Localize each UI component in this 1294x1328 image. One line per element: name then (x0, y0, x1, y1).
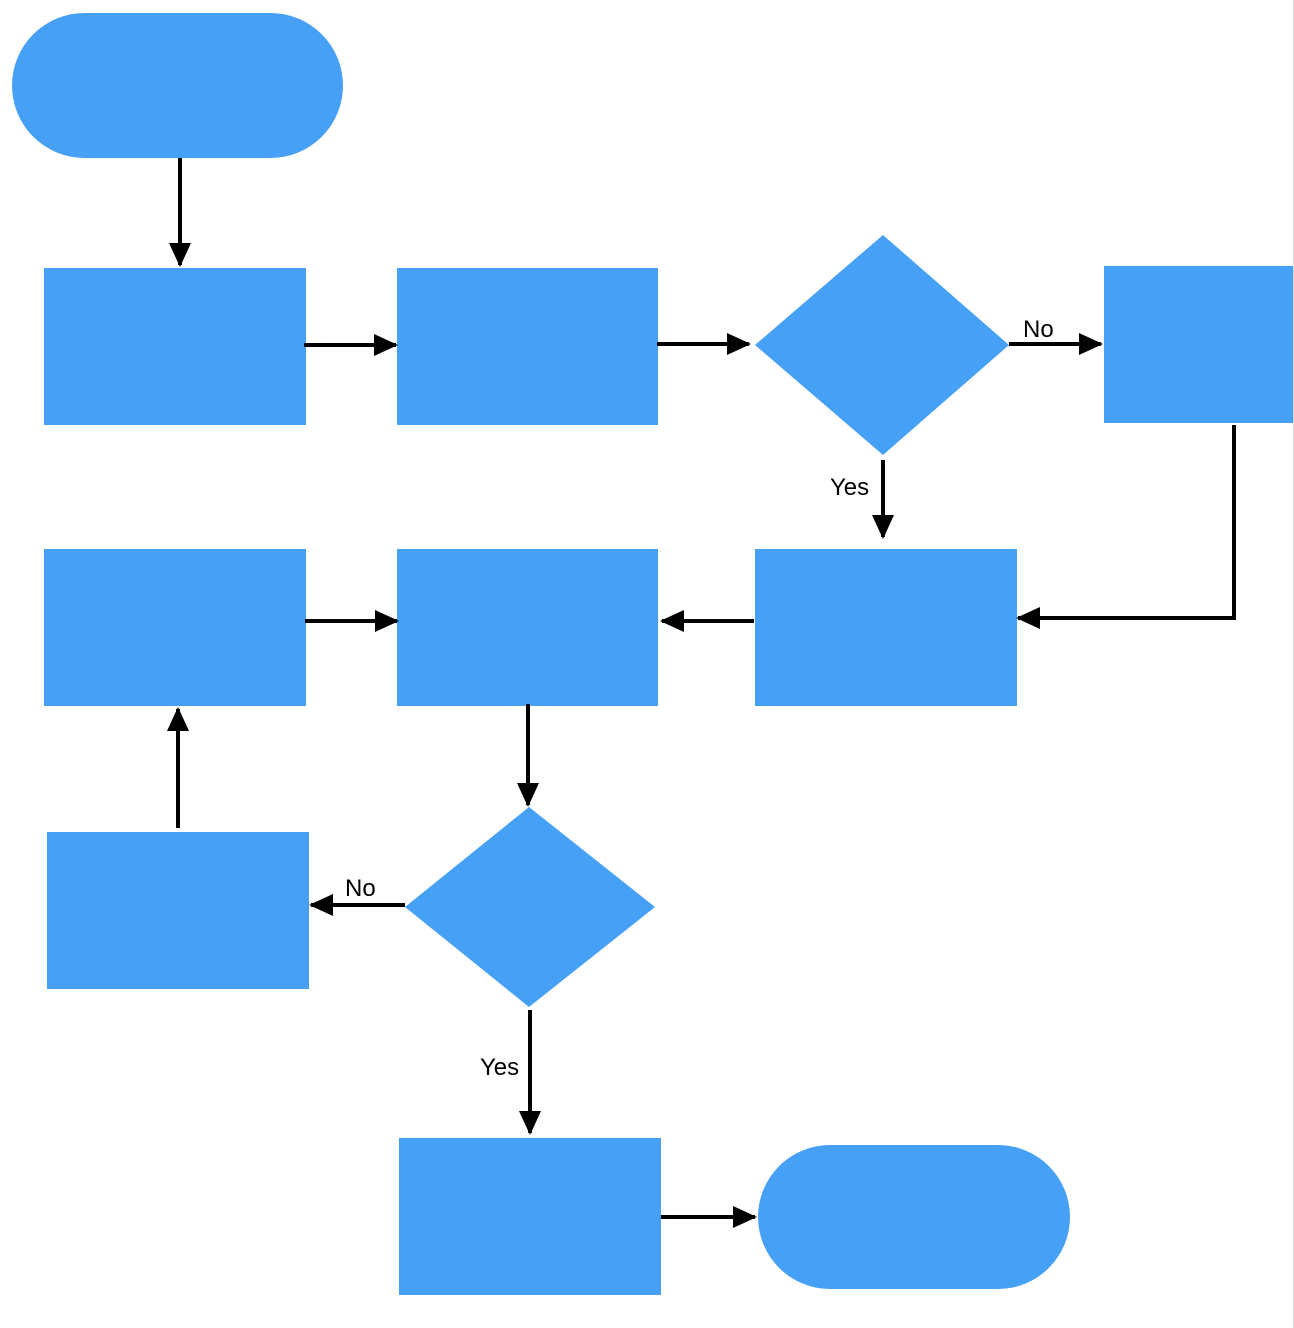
decision-2-no-label: No (345, 875, 376, 902)
decision-1-no-label: No (1023, 316, 1054, 343)
decision-1[interactable] (755, 235, 1009, 455)
decision-2[interactable] (405, 807, 655, 1007)
process-no-branch[interactable] (1104, 266, 1293, 423)
process-merge[interactable] (397, 549, 658, 706)
decision-1-yes-label: Yes (830, 474, 869, 501)
start-terminal[interactable] (12, 13, 343, 158)
connector-no-branch-to-yes-branch (1016, 425, 1236, 629)
end-terminal[interactable] (758, 1145, 1070, 1289)
process-yes-branch[interactable] (755, 549, 1017, 706)
process-loop-bottom[interactable] (47, 832, 309, 989)
process-2[interactable] (397, 268, 658, 425)
process-1[interactable] (44, 268, 306, 425)
process-final[interactable] (399, 1138, 661, 1295)
decision-2-yes-label: Yes (480, 1054, 519, 1081)
process-loop-top[interactable] (44, 549, 306, 706)
